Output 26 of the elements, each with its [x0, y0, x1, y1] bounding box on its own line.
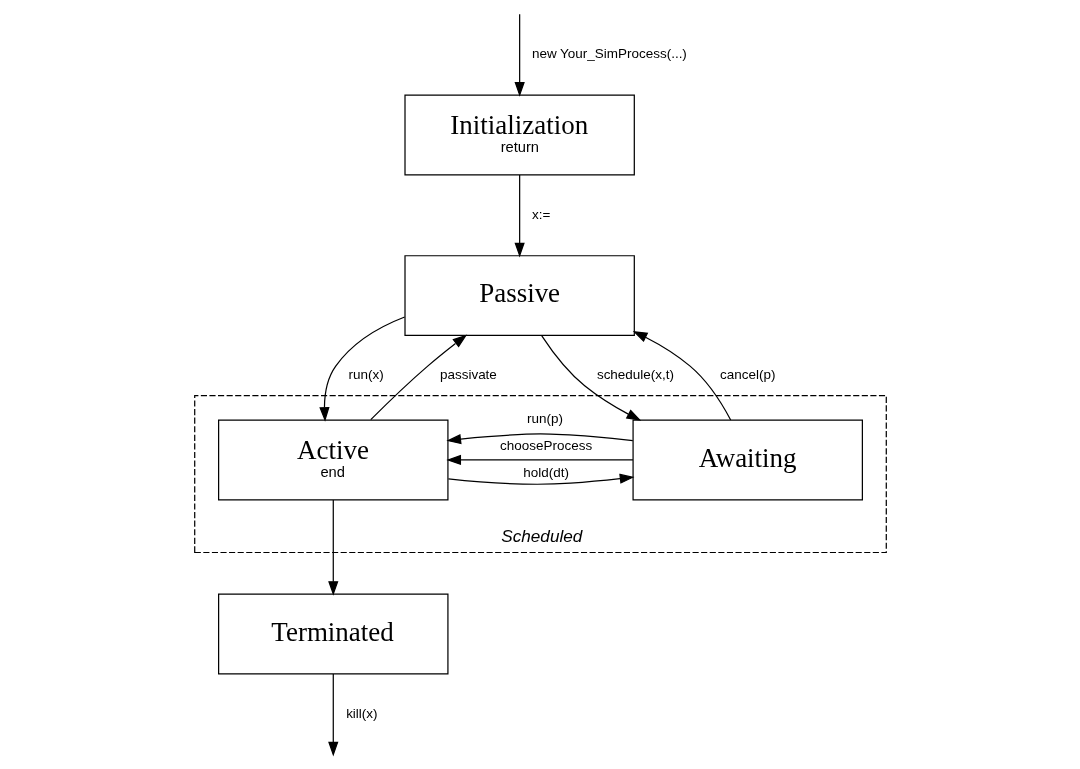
node-box: Active end: [217, 419, 449, 501]
node-box: Initialization return: [403, 94, 635, 176]
edge-label: new Your_SimProcess(...): [531, 46, 687, 62]
arrow: [327, 499, 338, 596]
arrow: [632, 331, 731, 421]
arrow: [447, 473, 634, 485]
edge-label: run(x): [348, 367, 384, 383]
edge-label: chooseProcess: [499, 437, 592, 453]
edge-label: schedule(x,t): [596, 367, 674, 383]
edge-label: kill(x): [345, 705, 378, 721]
node-box: Terminated: [217, 593, 449, 675]
edge-label: run(p): [526, 410, 563, 426]
node-box: Awaiting: [631, 419, 863, 501]
node-box: Passive: [403, 255, 635, 337]
arrow: [540, 335, 641, 421]
arrow: [327, 673, 338, 757]
edge-label: cancel(p): [719, 367, 776, 383]
arrow: [514, 13, 525, 97]
arrow: [445, 433, 633, 445]
arrow: [445, 454, 634, 466]
edge-label: x:=: [531, 206, 550, 222]
edge-label: passivate: [439, 367, 497, 383]
arrow: [318, 316, 405, 422]
arrow: [514, 174, 525, 258]
arrow: [369, 334, 467, 421]
edge-label: hold(dt): [522, 464, 569, 480]
